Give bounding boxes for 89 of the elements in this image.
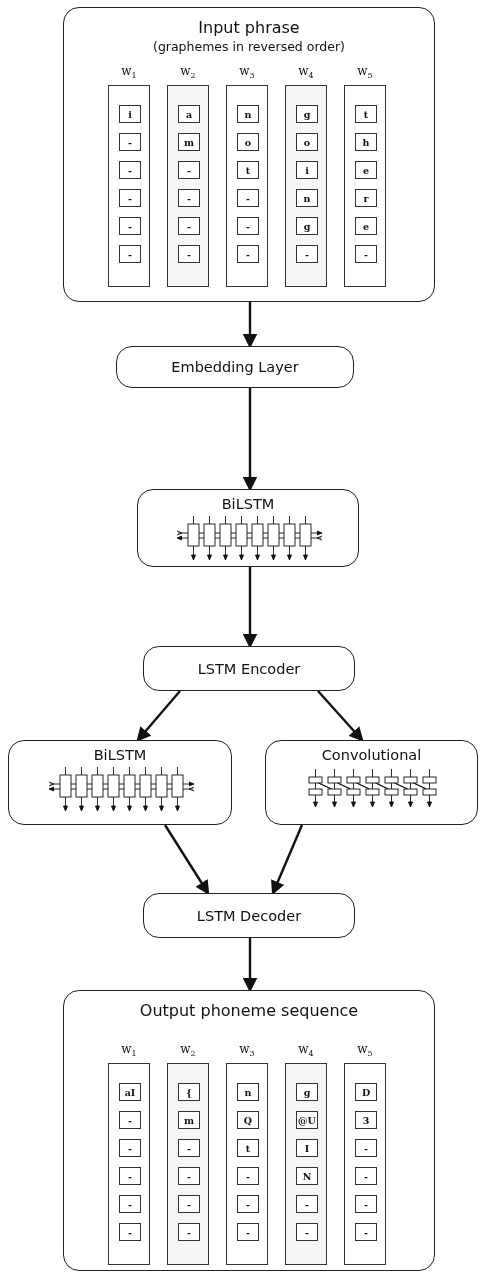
symbol-cell: @U bbox=[296, 1111, 318, 1129]
symbol-cell: N bbox=[296, 1167, 318, 1185]
symbol-cell: - bbox=[119, 1111, 141, 1129]
symbol-cell: { bbox=[178, 1083, 200, 1101]
layer-label: BiLSTM bbox=[92, 747, 148, 763]
word-label: w$_{3}$ bbox=[238, 64, 256, 83]
symbol-cell: - bbox=[237, 1223, 259, 1241]
symbol-cell: - bbox=[178, 1167, 200, 1185]
symbol-cell: - bbox=[119, 217, 141, 235]
symbol-cell: - bbox=[296, 1223, 318, 1241]
symbol-cell: e bbox=[355, 217, 377, 235]
symbol-cell: - bbox=[237, 217, 259, 235]
symbol-cell: o bbox=[296, 133, 318, 151]
word-label: w$_{4}$ bbox=[297, 64, 315, 83]
symbol-cell: g bbox=[296, 105, 318, 123]
symbol-cell: t bbox=[355, 105, 377, 123]
layer-box bbox=[143, 893, 355, 938]
symbol-cell: - bbox=[237, 1195, 259, 1213]
layer-label: LSTM Encoder bbox=[196, 660, 302, 677]
symbol-cell: - bbox=[119, 1139, 141, 1157]
panel-box bbox=[63, 7, 435, 302]
symbol-cell: - bbox=[355, 245, 377, 263]
symbol-cell: i bbox=[296, 161, 318, 179]
symbol-cell: - bbox=[119, 161, 141, 179]
panel-subtitle: (graphemes in reversed order) bbox=[152, 39, 346, 54]
word-label: w$_{5}$ bbox=[356, 64, 374, 83]
layer-box bbox=[116, 346, 354, 388]
symbol-cell: - bbox=[355, 1139, 377, 1157]
symbol-cell: i bbox=[119, 105, 141, 123]
symbol-cell: h bbox=[355, 133, 377, 151]
layer-box bbox=[137, 489, 359, 567]
symbol-cell: n bbox=[296, 189, 318, 207]
symbol-cell: - bbox=[237, 189, 259, 207]
symbol-cell: I bbox=[296, 1139, 318, 1157]
symbol-cell: D bbox=[355, 1083, 377, 1101]
layer-label: Convolutional bbox=[320, 747, 423, 763]
symbol-cell: a bbox=[178, 105, 200, 123]
symbol-cell: - bbox=[355, 1195, 377, 1213]
symbol-cell: m bbox=[178, 1111, 200, 1129]
symbol-cell: - bbox=[119, 1223, 141, 1241]
panel-box bbox=[63, 990, 435, 1271]
symbol-cell: e bbox=[355, 161, 377, 179]
symbol-cell: n bbox=[237, 105, 259, 123]
symbol-cell: o bbox=[237, 133, 259, 151]
symbol-cell: - bbox=[296, 245, 318, 263]
symbol-cell: m bbox=[178, 133, 200, 151]
symbol-cell: - bbox=[355, 1223, 377, 1241]
symbol-cell: n bbox=[237, 1083, 259, 1101]
panel-title: Output phoneme sequence bbox=[138, 1001, 360, 1020]
layer-label: BiLSTM bbox=[220, 496, 276, 512]
layer-label: LSTM Decoder bbox=[195, 907, 303, 924]
panel-title: Input phrase bbox=[197, 18, 301, 37]
symbol-cell: 3 bbox=[355, 1111, 377, 1129]
symbol-cell: - bbox=[178, 217, 200, 235]
symbol-cell: - bbox=[178, 1195, 200, 1213]
word-label: w$_{1}$ bbox=[120, 1042, 138, 1061]
symbol-cell: - bbox=[237, 245, 259, 263]
symbol-cell: - bbox=[178, 1139, 200, 1157]
layer-label: Embedding Layer bbox=[170, 359, 300, 375]
symbol-cell: g bbox=[296, 1083, 318, 1101]
word-label: w$_{1}$ bbox=[120, 64, 138, 83]
symbol-cell: t bbox=[237, 1139, 259, 1157]
arrow bbox=[317, 690, 364, 742]
symbol-cell: - bbox=[296, 1195, 318, 1213]
word-label: w$_{2}$ bbox=[179, 1042, 197, 1061]
symbol-cell: - bbox=[355, 1167, 377, 1185]
symbol-cell: aI bbox=[119, 1083, 141, 1101]
symbol-cell: - bbox=[178, 1223, 200, 1241]
layer-box bbox=[143, 646, 355, 691]
word-label: w$_{4}$ bbox=[297, 1042, 315, 1061]
word-label: w$_{3}$ bbox=[238, 1042, 256, 1061]
symbol-cell: - bbox=[178, 189, 200, 207]
word-label: w$_{5}$ bbox=[356, 1042, 374, 1061]
layer-box bbox=[265, 740, 478, 825]
symbol-cell: t bbox=[237, 161, 259, 179]
symbol-cell: - bbox=[119, 1195, 141, 1213]
symbol-cell: - bbox=[178, 245, 200, 263]
symbol-cell: g bbox=[296, 217, 318, 235]
word-label: w$_{2}$ bbox=[179, 64, 197, 83]
symbol-cell: - bbox=[178, 161, 200, 179]
symbol-cell: - bbox=[237, 1167, 259, 1185]
layer-box bbox=[8, 740, 232, 825]
symbol-cell: - bbox=[119, 133, 141, 151]
symbol-cell: - bbox=[119, 189, 141, 207]
symbol-cell: - bbox=[119, 245, 141, 263]
symbol-cell: - bbox=[119, 1167, 141, 1185]
arrow bbox=[136, 690, 181, 742]
symbol-cell: Q bbox=[237, 1111, 259, 1129]
symbol-cell: r bbox=[355, 189, 377, 207]
